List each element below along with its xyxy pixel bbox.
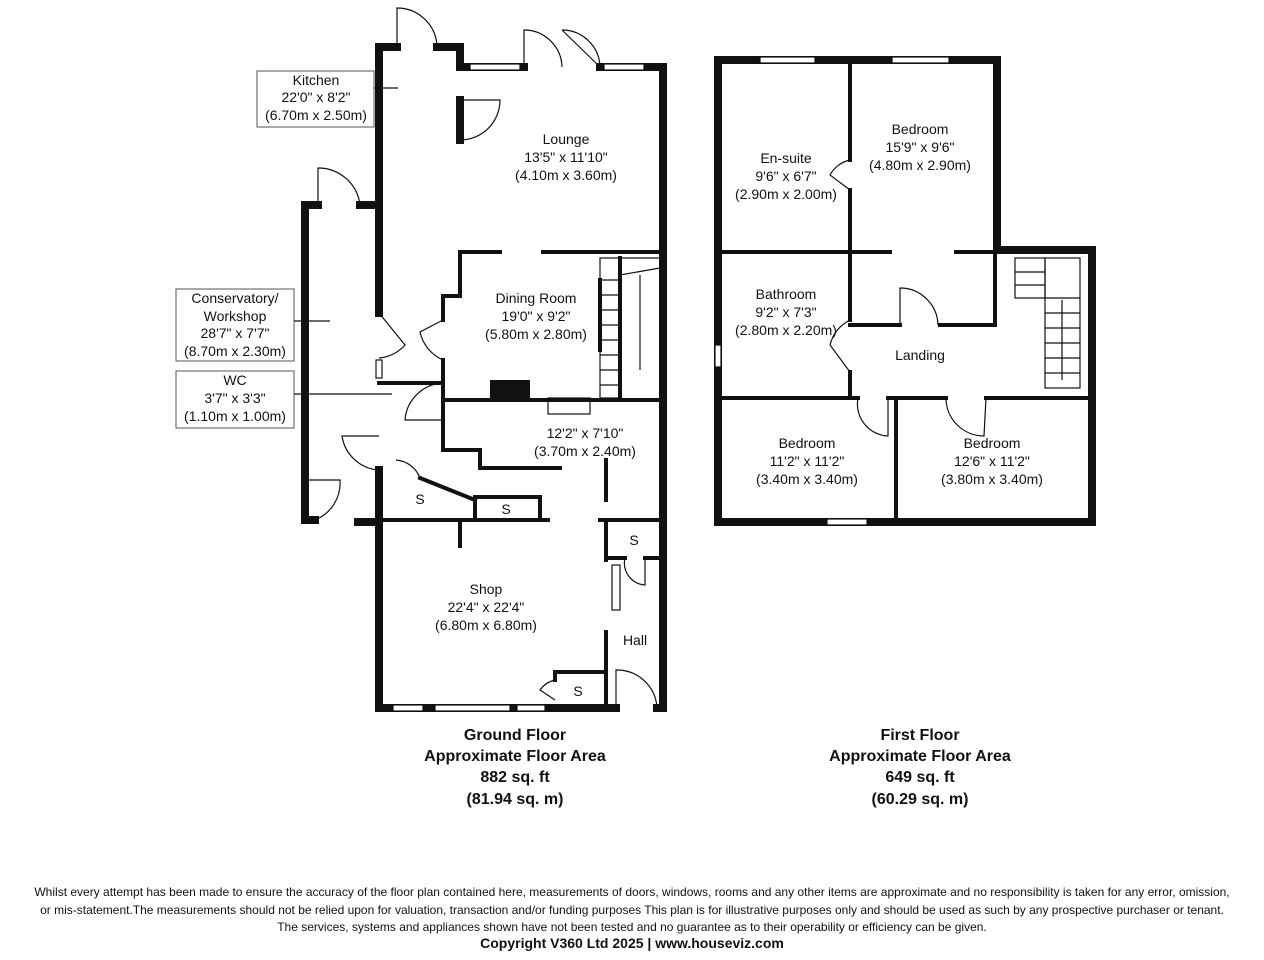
svg-text:(81.94 sq. m): (81.94 sq. m) xyxy=(467,791,564,808)
svg-text:28'7" x 7'7": 28'7" x 7'7" xyxy=(201,325,270,341)
svg-text:(3.70m x 2.40m): (3.70m x 2.40m) xyxy=(534,443,636,459)
svg-text:(2.90m x 2.00m): (2.90m x 2.00m) xyxy=(735,186,837,202)
lounge-label: Lounge 13'5" x 11'10" (4.10m x 3.60m) xyxy=(515,131,617,183)
svg-text:Approximate Floor Area: Approximate Floor Area xyxy=(829,748,1011,765)
svg-text:22'4" x 22'4": 22'4" x 22'4" xyxy=(448,599,525,615)
svg-text:(5.80m x 2.80m): (5.80m x 2.80m) xyxy=(485,326,587,342)
first-stairs xyxy=(1014,257,1081,389)
first-doors xyxy=(829,159,987,437)
svg-text:649 sq. ft: 649 sq. ft xyxy=(885,769,955,786)
bedroom-2-label: Bedroom 11'2" x 11'2" (3.40m x 3.40m) xyxy=(756,435,858,487)
svg-text:22'0" x 8'2": 22'0" x 8'2" xyxy=(282,89,351,105)
svg-text:(8.70m x 2.30m): (8.70m x 2.30m) xyxy=(184,343,286,359)
svg-text:Bedroom: Bedroom xyxy=(892,121,949,137)
svg-text:(6.70m x 2.50m): (6.70m x 2.50m) xyxy=(265,107,367,123)
svg-text:WC: WC xyxy=(223,372,246,388)
ground-stairs xyxy=(547,257,661,415)
wc-label-box xyxy=(175,370,295,429)
kitchen-label-box xyxy=(256,70,375,128)
svg-text:Lounge: Lounge xyxy=(543,131,590,147)
svg-text:Conservatory/: Conservatory/ xyxy=(191,290,278,306)
ground-doors xyxy=(305,7,658,709)
copyright: Copyright V360 Ltd 2025 | www.houseviz.c… xyxy=(480,935,784,951)
svg-text:Bedroom: Bedroom xyxy=(964,435,1021,451)
storage-label: S xyxy=(415,491,424,507)
svg-text:882 sq. ft: 882 sq. ft xyxy=(480,769,550,786)
storage-label: S xyxy=(573,683,582,699)
svg-text:En-suite: En-suite xyxy=(760,150,812,166)
kitchen-label: Kitchen 22'0" x 8'2" (6.70m x 2.50m) xyxy=(265,72,367,123)
svg-text:12'6" x 11'2": 12'6" x 11'2" xyxy=(954,453,1030,469)
svg-text:(4.10m x 3.60m): (4.10m x 3.60m) xyxy=(515,167,617,183)
svg-text:First Floor: First Floor xyxy=(880,727,959,744)
ground-windows xyxy=(375,63,645,712)
svg-text:Kitchen: Kitchen xyxy=(293,72,340,88)
wc-label: WC 3'7" x 3'3" (1.10m x 1.00m) xyxy=(184,372,286,424)
shop-label: Shop 22'4" x 22'4" (6.80m x 6.80m) xyxy=(435,581,537,633)
svg-text:11'2" x 11'2": 11'2" x 11'2" xyxy=(770,453,845,469)
dining-room-label: Dining Room 19'0" x 9'2" (5.80m x 2.80m) xyxy=(485,290,587,342)
svg-text:13'5" x 11'10": 13'5" x 11'10" xyxy=(524,149,608,165)
ground-floor-caption: Ground Floor Approximate Floor Area 882 … xyxy=(424,727,606,808)
first-windows xyxy=(714,56,950,526)
svg-text:(3.80m x 3.40m): (3.80m x 3.40m) xyxy=(941,471,1043,487)
unnamed-room-label: 12'2" x 7'10" (3.70m x 2.40m) xyxy=(534,425,636,459)
svg-text:15'9" x 9'6": 15'9" x 9'6" xyxy=(886,139,955,155)
svg-text:12'2" x 7'10": 12'2" x 7'10" xyxy=(547,425,624,441)
svg-text:19'0" x 9'2": 19'0" x 9'2" xyxy=(502,308,571,324)
storage-label: S xyxy=(501,501,510,517)
svg-text:(60.29 sq. m): (60.29 sq. m) xyxy=(872,791,969,808)
conservatory-label-box xyxy=(175,288,295,362)
svg-text:(2.80m x 2.20m): (2.80m x 2.20m) xyxy=(735,322,837,338)
storage-label: S xyxy=(629,532,638,548)
bedroom-3-label: Bedroom 12'6" x 11'2" (3.80m x 3.40m) xyxy=(941,435,1043,487)
disclaimer-line: or mis-statement.The measurements should… xyxy=(40,903,1224,917)
first-floor-caption: First Floor Approximate Floor Area 649 s… xyxy=(829,727,1011,808)
hall-label: Hall xyxy=(623,632,647,648)
disclaimer-line: The services, systems and appliances sho… xyxy=(277,920,987,934)
svg-text:Dining Room: Dining Room xyxy=(496,290,577,306)
svg-text:9'6" x 6'7": 9'6" x 6'7" xyxy=(755,168,816,184)
svg-text:Bathroom: Bathroom xyxy=(756,286,817,302)
disclaimer-line: Whilst every attempt has been made to en… xyxy=(34,885,1230,899)
svg-text:3'7" x 3'3": 3'7" x 3'3" xyxy=(204,390,265,406)
svg-text:Ground Floor: Ground Floor xyxy=(464,727,566,744)
svg-text:(1.10m x 1.00m): (1.10m x 1.00m) xyxy=(184,408,286,424)
svg-text:(6.80m x 6.80m): (6.80m x 6.80m) xyxy=(435,617,537,633)
ensuite-label: En-suite 9'6" x 6'7" (2.90m x 2.00m) xyxy=(735,150,837,202)
svg-text:(3.40m x 3.40m): (3.40m x 3.40m) xyxy=(756,471,858,487)
svg-text:Approximate Floor Area: Approximate Floor Area xyxy=(424,748,606,765)
svg-text:Workshop: Workshop xyxy=(204,308,267,324)
bathroom-label: Bathroom 9'2" x 7'3" (2.80m x 2.20m) xyxy=(735,286,837,338)
svg-text:9'2" x 7'3": 9'2" x 7'3" xyxy=(755,304,816,320)
svg-text:Shop: Shop xyxy=(470,581,503,597)
landing-label: Landing xyxy=(895,347,945,363)
svg-text:(4.80m x 2.90m): (4.80m x 2.90m) xyxy=(869,157,971,173)
svg-text:Bedroom: Bedroom xyxy=(779,435,836,451)
conservatory-label: Conservatory/ Workshop 28'7" x 7'7" (8.7… xyxy=(184,290,286,359)
bedroom-1-label: Bedroom 15'9" x 9'6" (4.80m x 2.90m) xyxy=(869,121,971,173)
